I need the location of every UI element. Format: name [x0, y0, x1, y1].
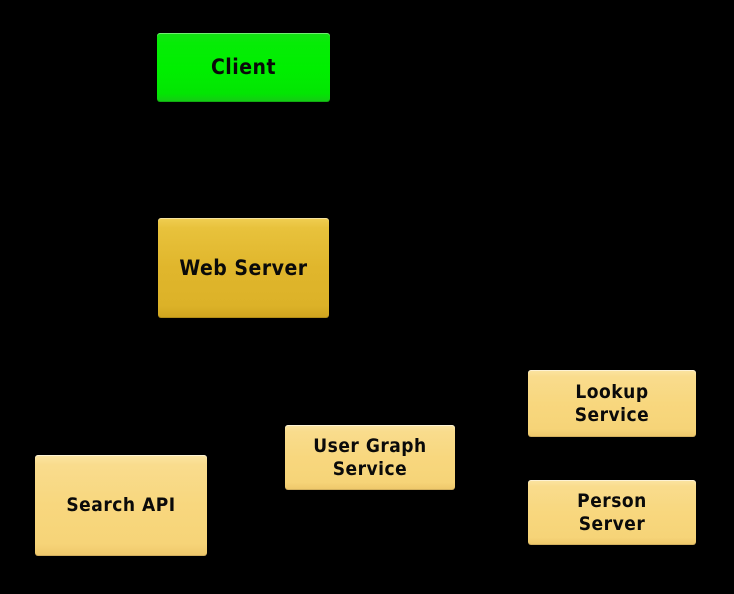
node-label-lookup-service: Lookup Service [574, 381, 650, 426]
node-person-server[interactable]: Person Server [528, 480, 696, 545]
node-lookup-service[interactable]: Lookup Service [528, 370, 696, 437]
node-label-search-api: Search API [66, 494, 176, 517]
node-search-api[interactable]: Search API [35, 455, 207, 556]
node-client[interactable]: Client [157, 33, 330, 102]
node-label-user-graph-service: User Graph Service [313, 435, 427, 480]
node-label-client: Client [210, 55, 277, 80]
node-web-server[interactable]: Web Server [158, 218, 329, 318]
node-label-person-server: Person Server [577, 490, 647, 535]
node-label-web-server: Web Server [179, 255, 308, 280]
node-user-graph-service[interactable]: User Graph Service [285, 425, 455, 490]
